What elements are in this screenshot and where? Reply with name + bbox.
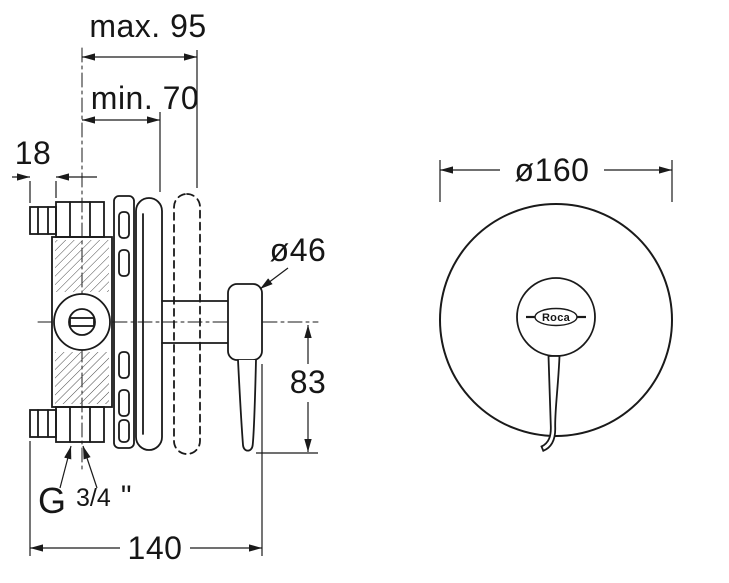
mounting-plate	[113, 195, 135, 449]
leader-line	[82, 445, 98, 489]
inlet-union-top	[29, 206, 57, 235]
dim-overall-width: 140	[29, 364, 263, 566]
lever-front	[540, 355, 561, 452]
thread-suffix: "	[121, 480, 132, 513]
hex-nut-bottom	[55, 406, 105, 443]
dim-lever-length-label: 83	[290, 364, 327, 400]
trim-plate-circle	[439, 203, 673, 437]
dim-cap-diameter-label: ø46	[270, 232, 327, 268]
thread-prefix: G	[38, 480, 66, 521]
dim-lever-length: 83	[256, 325, 327, 454]
dim-overall-width-label: 140	[128, 530, 183, 566]
thread-size-label: G 3/4 "	[38, 473, 131, 521]
dim-max-depth: max. 95	[82, 8, 206, 188]
escutcheon-flange-max-dashed	[173, 193, 201, 455]
side-view-dimensions: max. 95 min. 70 18 ø46 83 G	[12, 8, 326, 566]
handle-lever-side	[237, 359, 257, 452]
roca-logo-text: Roca	[542, 312, 571, 324]
dim-cap-diameter: ø46	[259, 232, 327, 290]
body-hatch-lower	[55, 352, 109, 404]
hex-nut-top	[55, 201, 105, 238]
thread-fraction: 3/4	[76, 484, 111, 512]
cartridge-slot	[69, 317, 95, 327]
body-hatch-upper	[55, 240, 109, 292]
handle-cap	[227, 283, 263, 361]
dim-min-depth: min. 70	[82, 80, 199, 192]
front-view: Roca ø160	[439, 152, 673, 452]
leader-line	[259, 267, 289, 290]
dim-plate-diameter-label: ø160	[515, 152, 590, 188]
cartridge-inner-circle	[68, 308, 96, 336]
escutcheon-flange-min	[135, 197, 163, 451]
dim-thread-size: G 3/4 "	[38, 445, 131, 521]
dim-max-depth-label: max. 95	[89, 8, 206, 44]
dim-min-depth-label: min. 70	[91, 80, 199, 116]
inlet-union-bottom	[29, 409, 57, 438]
valve-stem	[161, 300, 229, 344]
valve-body	[51, 236, 113, 408]
dim-plate-diameter: ø160	[439, 152, 673, 202]
side-view	[29, 47, 319, 473]
dim-offset-18: 18	[12, 135, 97, 203]
dim-offset-label: 18	[15, 135, 52, 171]
leader-line	[59, 445, 72, 489]
